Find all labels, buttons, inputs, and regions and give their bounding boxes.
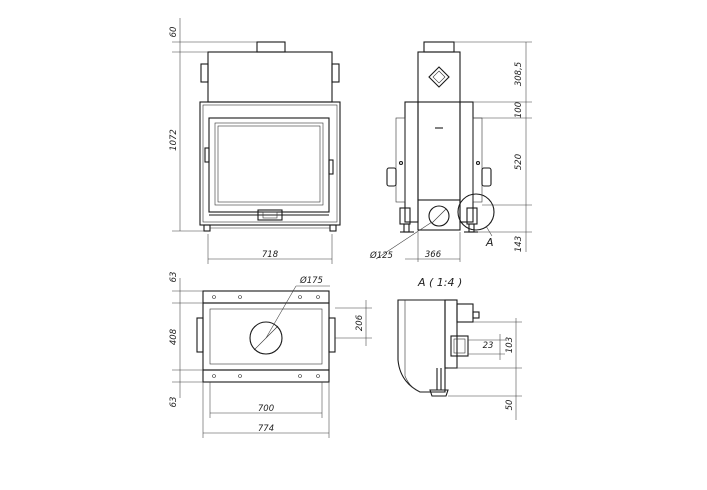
front-view: 60 1072 718	[169, 18, 341, 264]
side-right-bolt	[475, 160, 481, 166]
top-strip-hole-2	[238, 295, 242, 299]
top-dim-63-top-label: 63	[169, 272, 179, 283]
front-door-hinge	[204, 147, 210, 163]
side-left-cladding	[395, 117, 406, 203]
front-foot-left	[203, 224, 211, 232]
front-flue-collar	[256, 41, 286, 53]
side-left-foot	[403, 223, 410, 233]
front-dim-718-label: 718	[262, 250, 279, 260]
bottom-strip	[202, 369, 330, 383]
front-door-glass-inner	[217, 125, 321, 203]
side-right-handle	[481, 167, 492, 187]
detail-dim-23-label: 23	[483, 341, 494, 351]
front-air-control-knob	[262, 211, 278, 219]
top-dim-206-label: 206	[355, 314, 365, 331]
front-right-tab	[331, 63, 340, 83]
front-door-glass	[214, 122, 324, 206]
detail-body-inner	[404, 300, 421, 393]
side-view: A 308,5 100 520 143 Ø125 366	[369, 41, 532, 262]
side-flue-leader	[375, 221, 433, 260]
side-left-bolt	[398, 160, 404, 166]
side-flue-outlet	[428, 205, 450, 227]
top-inner-body	[209, 308, 323, 365]
top-strip-hole-1	[212, 295, 216, 299]
side-dim-flue-label: Ø125	[369, 250, 393, 261]
front-upper-body	[207, 51, 333, 103]
detail-adjuster-inner	[453, 338, 466, 354]
front-air-control	[257, 209, 283, 221]
side-dim-3085-label: 308,5	[514, 62, 524, 86]
detail-body-outline	[397, 299, 446, 393]
detail-adjuster-block	[450, 335, 469, 357]
front-dim-60-label: 60	[169, 27, 179, 38]
top-dim-63-bottom-label: 63	[169, 397, 179, 408]
top-strip	[202, 290, 330, 304]
side-flue-hatch	[431, 208, 447, 224]
diamond-logo-icon	[428, 66, 450, 88]
detail-dim-103-label: 103	[505, 337, 515, 353]
top-strip-hole-4	[316, 295, 320, 299]
front-left-tab	[200, 63, 209, 83]
detail-foot-pad	[429, 389, 449, 397]
bottom-strip-hole-3	[298, 374, 302, 378]
top-collar-leader	[265, 285, 297, 339]
diamond-logo-inner-icon	[432, 70, 446, 84]
top-left-flange	[196, 317, 204, 353]
front-frame	[199, 101, 341, 226]
side-flue-collar	[423, 41, 455, 53]
detail-a-view: A ( 1:4 ) 23 103 50	[397, 276, 522, 420]
side-lower-box	[417, 199, 461, 231]
detail-a-callout-circle	[457, 193, 495, 231]
front-dim-1072-label: 1072	[169, 129, 179, 151]
bottom-strip-hole-1	[212, 374, 216, 378]
detail-bracket-tab	[472, 311, 480, 319]
bottom-strip-hole-2	[238, 374, 242, 378]
front-door	[208, 117, 330, 213]
top-strip-hole-3	[298, 295, 302, 299]
top-dim-774-label: 774	[258, 424, 274, 434]
detail-side-wall	[444, 299, 458, 369]
top-dim-700-label: 700	[258, 404, 274, 414]
top-dim-collar-label: Ø175	[299, 275, 323, 286]
detail-a-marker: A	[485, 236, 494, 249]
side-right-foot	[468, 223, 475, 233]
side-dim-366-label: 366	[425, 250, 442, 260]
detail-bracket	[456, 303, 474, 323]
side-dim-520-label: 520	[514, 154, 524, 170]
front-foot-right	[329, 224, 337, 232]
side-upper-body	[417, 51, 461, 103]
detail-a-leader	[485, 225, 493, 237]
detail-dim-50-label: 50	[505, 400, 515, 411]
top-flue-collar	[249, 321, 283, 355]
top-right-flange	[328, 317, 336, 353]
side-left-panel	[404, 101, 419, 223]
side-right-cladding	[472, 117, 483, 203]
side-dim-100-label: 100	[514, 102, 524, 118]
top-dim-408-label: 408	[169, 328, 179, 345]
top-main-body	[202, 302, 330, 371]
detail-a-title: A ( 1:4 )	[417, 276, 462, 289]
top-view: Ø175 206 63 408 63 700 774	[169, 272, 372, 438]
bottom-strip-hole-4	[316, 374, 320, 378]
side-dim-143-label: 143	[514, 236, 524, 252]
side-right-panel	[459, 101, 474, 223]
front-door-latch	[328, 159, 334, 175]
side-left-handle	[386, 167, 397, 187]
front-frame-inner	[202, 104, 338, 223]
